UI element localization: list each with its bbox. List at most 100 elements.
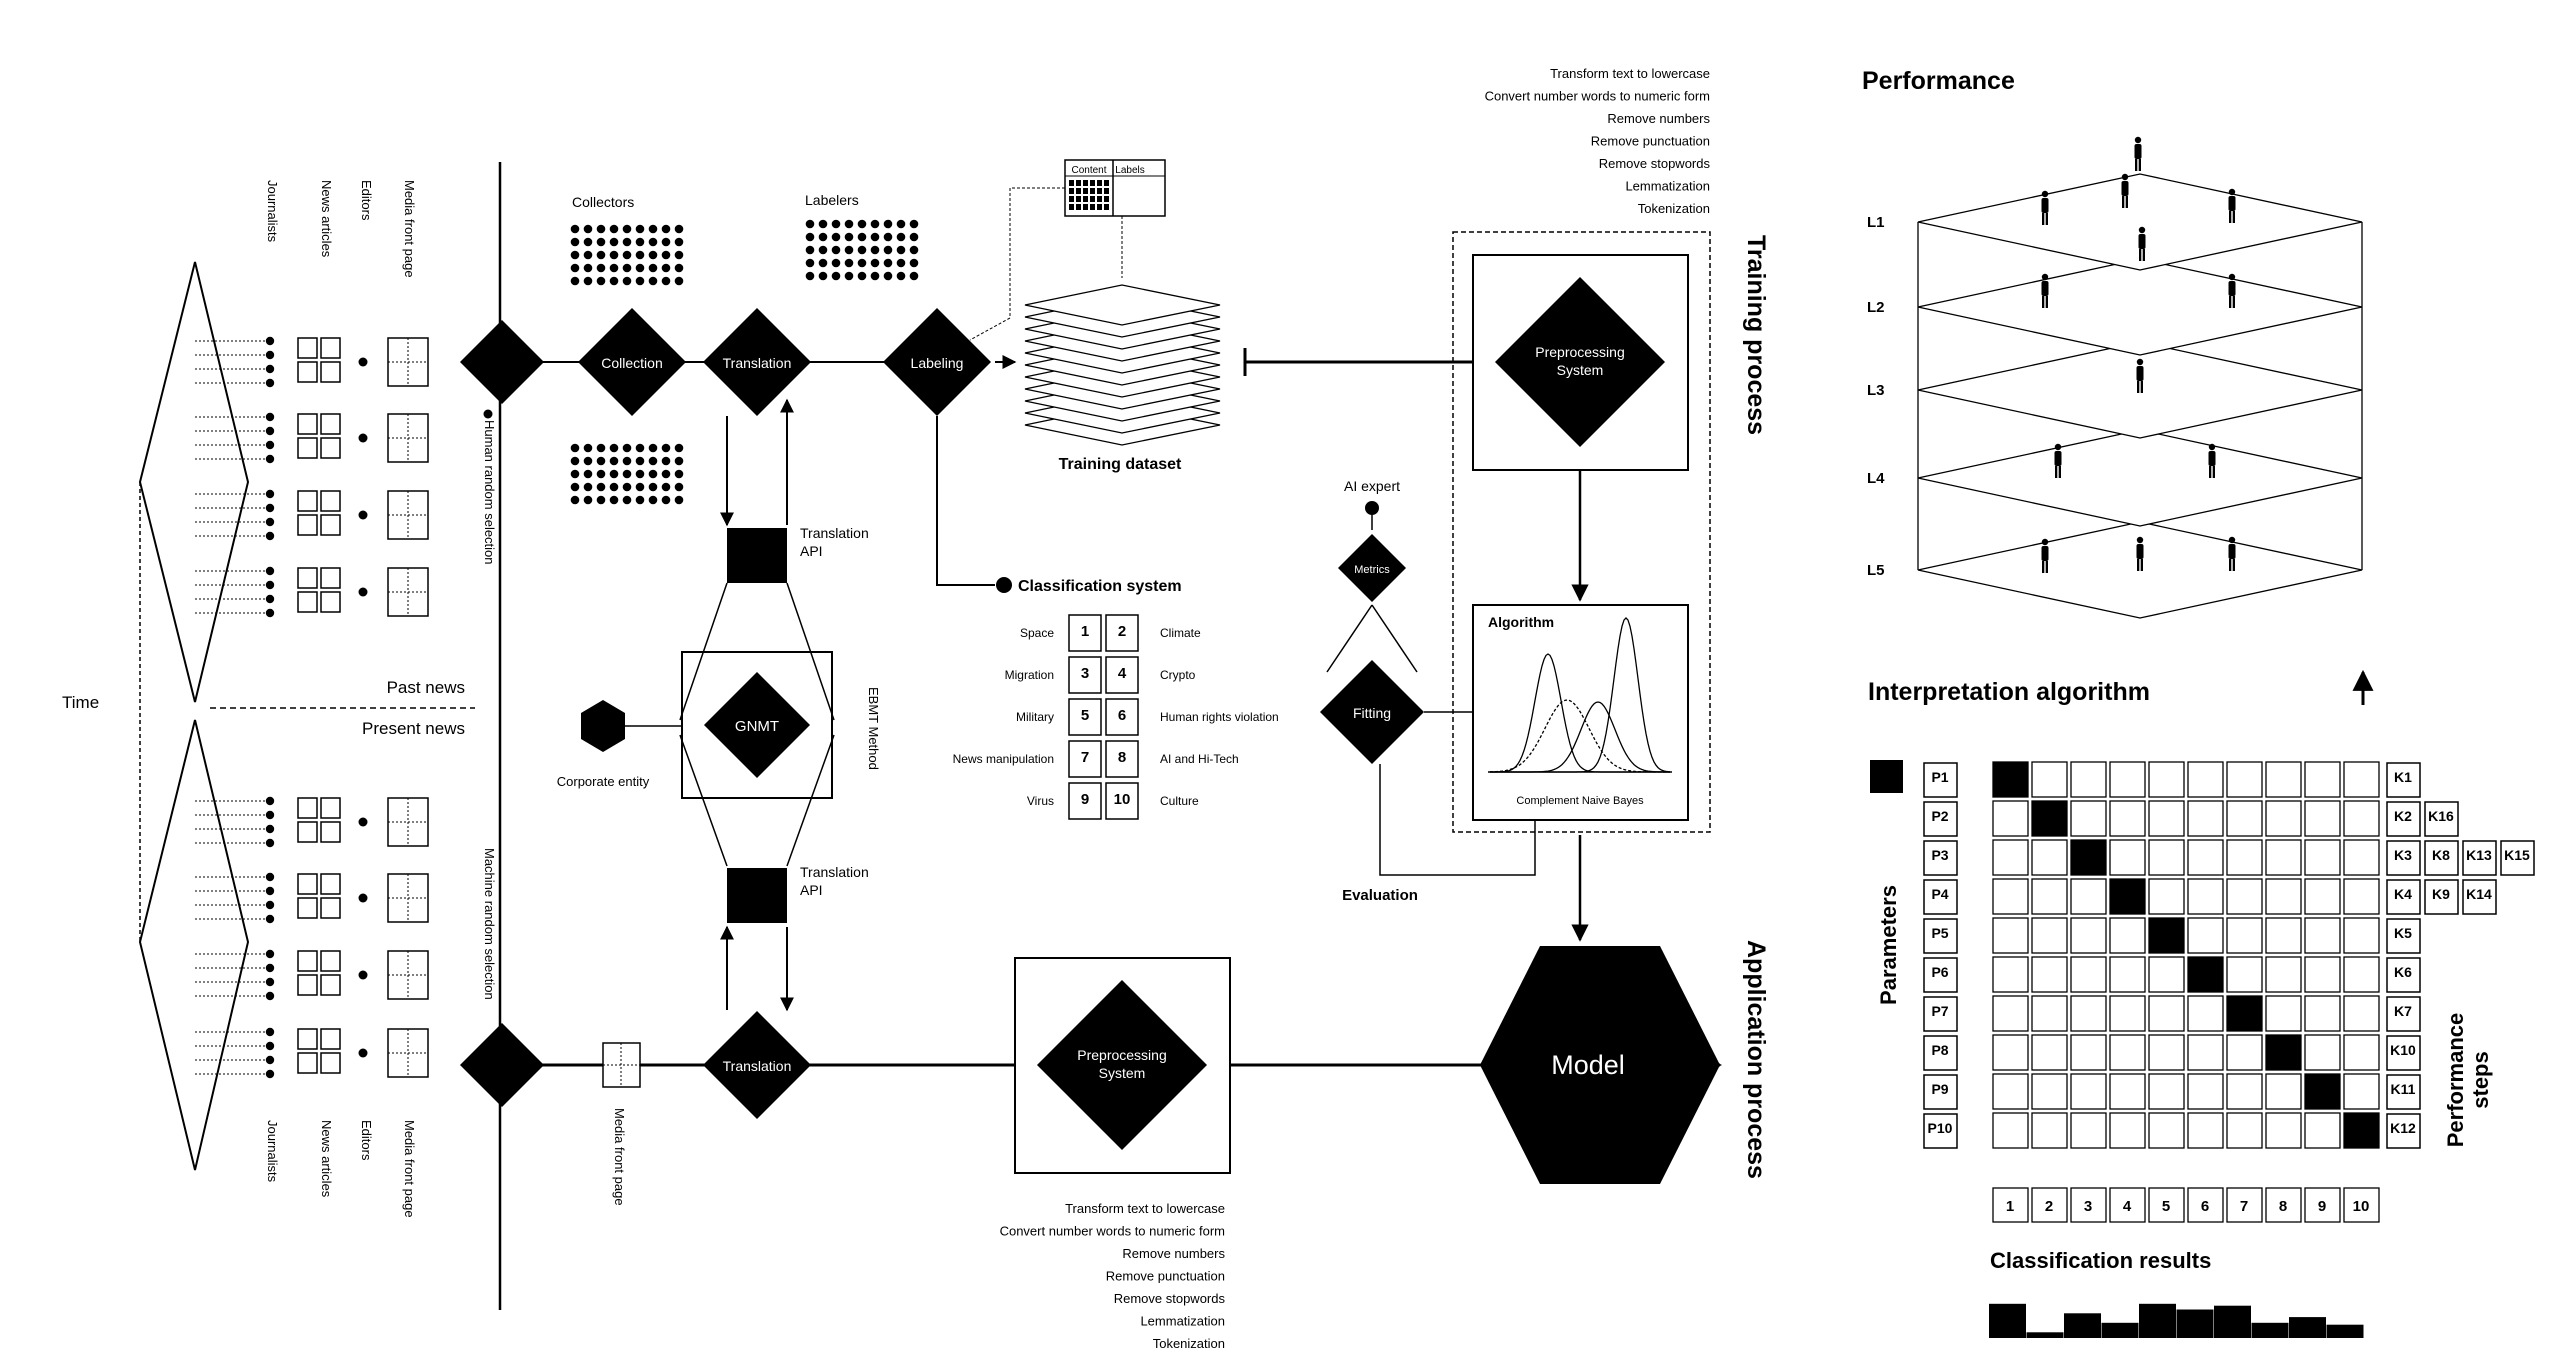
matrix-cell: [2187, 995, 2224, 1032]
journalist-dot: [265, 489, 275, 499]
dataset-layer: [1024, 284, 1221, 326]
category-number: 7: [1081, 749, 1089, 766]
matrix-cell-active: [2031, 800, 2068, 837]
matrix-cell-active: [2148, 917, 2185, 954]
classification-system-title: Classification system: [1018, 578, 1182, 595]
article-box: [297, 567, 318, 589]
matrix-cell: [2343, 1034, 2380, 1071]
parameter-label: P5: [1931, 925, 1948, 941]
algorithm-label: Algorithm: [1488, 614, 1554, 630]
matrix-cell: [2109, 995, 2146, 1032]
matrix-cell: [2343, 917, 2380, 954]
parameter-box: [1923, 1113, 1958, 1149]
preprocessing-step: Remove stopwords: [1114, 1291, 1226, 1306]
step-box: [2386, 1074, 2421, 1110]
matrix-cell: [2070, 1073, 2107, 1110]
matrix-cell: [2187, 839, 2224, 876]
article-box: [320, 337, 341, 359]
category-number-box: [1105, 782, 1139, 820]
person-dot: [909, 219, 919, 229]
matrix-cell: [2304, 761, 2341, 798]
journalist-dot: [265, 1055, 275, 1065]
parameter-box: [1923, 1035, 1958, 1071]
person-dot: [883, 245, 893, 255]
matrix-cell: [2148, 995, 2185, 1032]
preprocessing-step: Transform text to lowercase: [1065, 1201, 1225, 1216]
person-dot: [609, 276, 619, 286]
matrix-cell: [1992, 839, 2029, 876]
step-box: [2386, 1035, 2421, 1071]
translation-api-top-block: [727, 528, 787, 583]
corporate-entity-hexagon: [581, 700, 625, 752]
category-number-box: [1105, 698, 1139, 736]
editor-dot: [358, 817, 368, 827]
person-dot: [831, 219, 841, 229]
news-source-row: [195, 796, 429, 848]
matrix-cell: [2187, 761, 2224, 798]
journalist-dot: [265, 566, 275, 576]
parameter-box: [1923, 918, 1958, 954]
step-label: K8: [2432, 847, 2450, 863]
application-pipeline: Media front page Translation Preprocessi…: [460, 940, 1770, 1351]
journalist-dot: [265, 440, 275, 450]
ai-expert-label: AI expert: [1344, 478, 1400, 494]
matrix-cell: [2265, 800, 2302, 837]
article-box: [297, 1028, 318, 1050]
editor-dot: [358, 970, 368, 980]
matrix-cell: [2343, 800, 2380, 837]
article-box: [320, 1052, 341, 1074]
step-box: [2424, 801, 2459, 837]
person-dot: [844, 258, 854, 268]
person-dot: [661, 237, 671, 247]
person-dot: [570, 482, 580, 492]
fitting-label: Fitting: [1353, 705, 1391, 721]
step-label: K5: [2394, 925, 2412, 941]
journalist-dot: [265, 900, 275, 910]
article-box: [320, 413, 341, 435]
person-dot: [818, 232, 828, 242]
matrix-cell: [2109, 956, 2146, 993]
journalist-dot: [265, 810, 275, 820]
article-box: [320, 950, 341, 972]
article-box: [320, 974, 341, 996]
step-label: K14: [2466, 886, 2492, 902]
matrix-cell: [2031, 1073, 2068, 1110]
article-box: [320, 821, 341, 843]
person-dot: [635, 456, 645, 466]
article-box: [320, 361, 341, 383]
step-label: K7: [2394, 1003, 2412, 1019]
preprocessing-top-label-2: System: [1557, 362, 1604, 378]
person-dot: [857, 245, 867, 255]
category-number-box: [1068, 614, 1102, 652]
person-dot: [818, 258, 828, 268]
journalist-dot: [265, 580, 275, 590]
person-dot: [596, 456, 606, 466]
matrix-cell-active: [2109, 878, 2146, 915]
translation-api-top-label-2: API: [800, 543, 823, 559]
person-dot: [831, 245, 841, 255]
person-dot: [674, 456, 684, 466]
metrics-diamond: [1338, 534, 1406, 602]
person-dot: [857, 232, 867, 242]
result-number: 2: [2045, 1198, 2053, 1215]
dataset-content-tab: Content: [1071, 165, 1106, 176]
matrix-cell: [2187, 1073, 2224, 1110]
column-header: Editors: [359, 1120, 374, 1161]
person-dot: [674, 263, 684, 273]
distribution-curve: [1490, 699, 1670, 773]
preprocessing-top-diamond: [1495, 277, 1665, 447]
person-dot: [570, 469, 580, 479]
fitting-diamond: [1320, 660, 1424, 764]
person-dot: [622, 443, 632, 453]
journalist-dot: [265, 503, 275, 513]
matrix-cell: [1992, 878, 2029, 915]
result-number-box: [2187, 1187, 2224, 1223]
matrix-cell: [1992, 956, 2029, 993]
person-dot: [818, 271, 828, 281]
journalist-dot: [265, 412, 275, 422]
person-icon: [2134, 136, 2142, 171]
matrix-cell: [2109, 839, 2146, 876]
